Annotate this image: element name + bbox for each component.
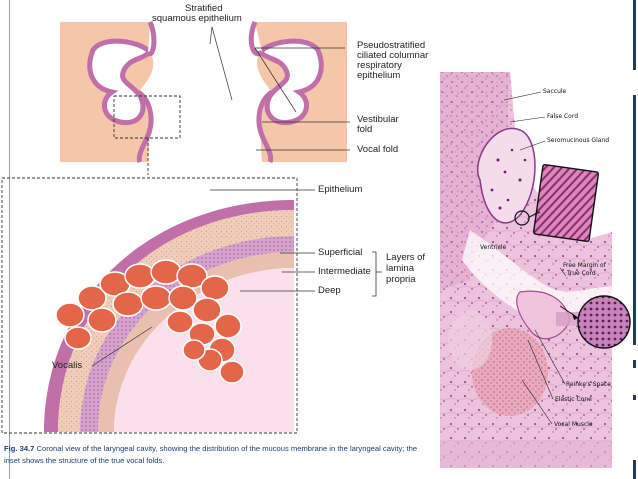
- label-superficial: Superficial: [318, 248, 362, 258]
- label-layers-of: Layers of: [386, 253, 425, 263]
- label-elastic-cone: Elastic Cone: [555, 396, 592, 403]
- label-vocalis: Vocalis: [52, 361, 82, 371]
- label-vocal-muscle: Vocal Muscle: [554, 421, 593, 428]
- figure-number: Fig. 34.7: [4, 444, 34, 453]
- label-seromucinous-gland: Seromucinous Gland: [547, 137, 609, 144]
- label-deep: Deep: [318, 286, 341, 296]
- label-false-cord: False Cord: [547, 113, 578, 120]
- label-fold: fold: [357, 125, 372, 135]
- figure-caption-text: Coronal view of the laryngeal cavity, sh…: [4, 444, 417, 465]
- label-propria: propria: [386, 275, 416, 285]
- label-free-margin: Free Margin of: [563, 262, 606, 269]
- label-vocal-fold: Vocal fold: [357, 145, 398, 155]
- label-epithelium: Epithelium: [318, 185, 362, 195]
- label-true-cord: True Cord: [567, 270, 596, 277]
- label-lamina: lamina: [386, 264, 414, 274]
- label-saccule: Saccule: [543, 88, 566, 95]
- label-reinkes-space: Reinke's Space: [566, 381, 611, 388]
- label-squamous-epithelium: squamous epithelium: [152, 14, 242, 24]
- label-epithelium-upper: epithelium: [357, 71, 400, 81]
- label-ventricle: Ventricle: [480, 244, 506, 251]
- figure-caption: Fig. 34.7 Coronal view of the laryngeal …: [4, 443, 434, 467]
- label-intermediate: Intermediate: [318, 267, 371, 277]
